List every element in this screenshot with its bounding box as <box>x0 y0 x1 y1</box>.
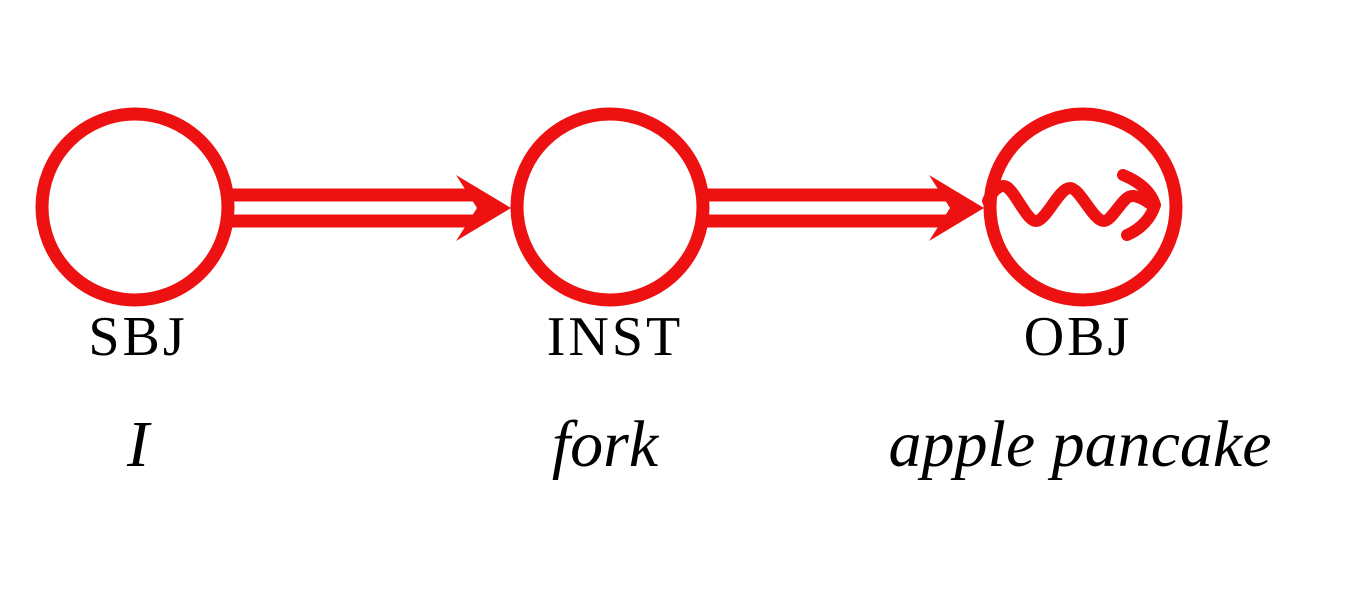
role-label-obj: OBJ <box>1023 306 1133 368</box>
word-label-inst: fork <box>551 408 659 481</box>
role-label-inst: INST <box>546 306 684 368</box>
node-circle-inst <box>510 107 710 307</box>
edge-sbj-inst-arrowhead-icon <box>456 175 511 241</box>
wavy-arrow-shaft <box>982 180 1155 227</box>
role-label-sbj: SBJ <box>88 306 188 368</box>
word-label-obj: apple pancake <box>888 408 1272 481</box>
wavy-arrow-head <box>1117 169 1161 241</box>
edge-inst-obj-arrowhead-icon <box>929 175 984 241</box>
word-label-sbj: I <box>127 408 149 481</box>
node-circle-sbj <box>35 107 235 307</box>
edge-sbj-inst <box>230 175 511 241</box>
edge-inst-obj <box>706 175 984 241</box>
wavy-arrow-icon <box>982 169 1161 241</box>
